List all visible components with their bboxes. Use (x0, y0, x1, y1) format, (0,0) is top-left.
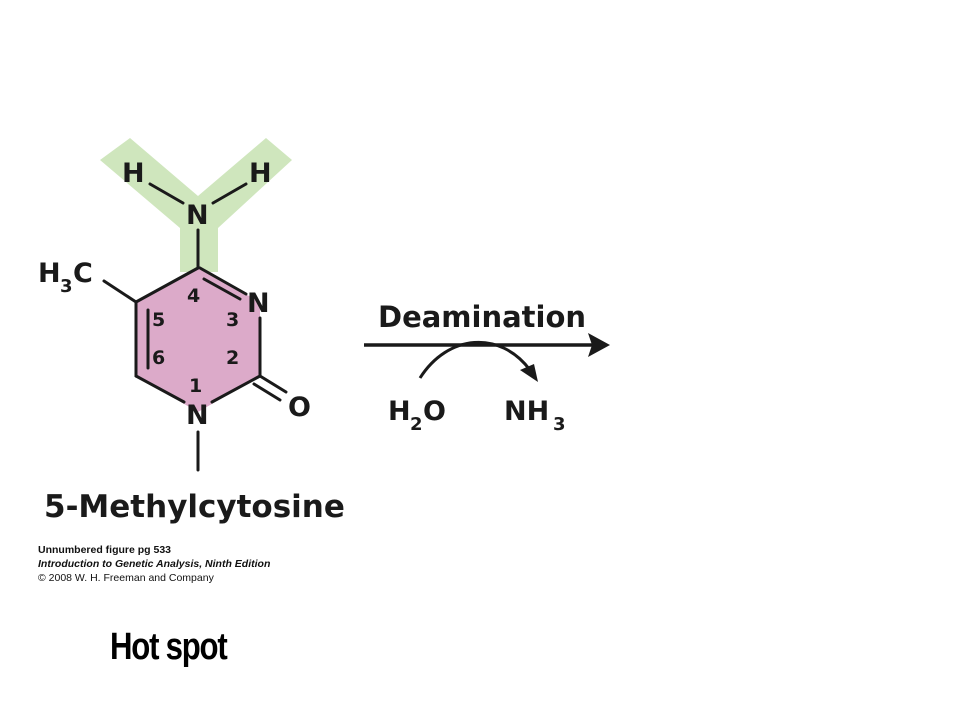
caption-figure-ref: Unnumbered figure pg 533 (38, 544, 172, 556)
svg-text:O: O (423, 396, 446, 427)
amino-group-highlight (100, 138, 292, 272)
ring-position-6: 6 (152, 347, 165, 369)
atom-n3: N (247, 288, 270, 319)
caption-copyright: © 2008 W. H. Freeman and Company (38, 572, 214, 584)
bond-c5-c4 (134, 266, 200, 304)
reactant-water-label: H 2 O (388, 396, 446, 435)
bonds (102, 182, 288, 472)
atom-oxygen: O (288, 392, 311, 423)
reaction-label: Deamination (378, 300, 586, 334)
svg-text:H: H (388, 396, 411, 427)
bond-n1-c6 (134, 374, 186, 404)
bond-c2-n1 (210, 374, 262, 404)
svg-text:NH: NH (504, 396, 549, 427)
bond-c5-methyl (102, 279, 138, 304)
svg-text:3: 3 (553, 414, 566, 435)
ring-position-2: 2 (226, 347, 239, 369)
atom-h-left: H (122, 158, 145, 189)
atom-n1: N (186, 400, 209, 431)
bond-c2-o-inner (252, 382, 282, 402)
ring-position-4: 4 (187, 285, 200, 307)
atom-h-right: H (249, 158, 272, 189)
molecule-name: 5-Methylcytosine (44, 489, 345, 525)
hot-spot-label: Hot spot (110, 626, 228, 668)
svg-text:3: 3 (60, 276, 73, 297)
pyrimidine-ring-highlight (136, 268, 260, 412)
caption-book-title: Introduction to Genetic Analysis, Ninth … (38, 558, 271, 570)
svg-text:C: C (73, 258, 93, 289)
bond-c2-o-outer (258, 374, 288, 394)
atom-n-amino: N (186, 200, 209, 231)
bond-h-n-right (211, 182, 248, 205)
side-reaction-arrow-head (520, 364, 538, 382)
bond-c4-n3-outer (198, 266, 248, 296)
bond-h-n-left (148, 182, 185, 205)
side-reaction-curve (418, 340, 532, 379)
bond-c4-n3-inner (202, 277, 242, 301)
reaction-arrow-head (588, 333, 610, 357)
product-ammonia-label: NH 3 (504, 396, 566, 435)
svg-text:2: 2 (410, 414, 423, 435)
ring-position-5: 5 (152, 309, 165, 331)
svg-text:H: H (38, 258, 61, 289)
methyl-group-label: H 3 C (38, 258, 93, 297)
ring-position-3: 3 (226, 309, 239, 331)
ring-position-1: 1 (189, 375, 202, 397)
